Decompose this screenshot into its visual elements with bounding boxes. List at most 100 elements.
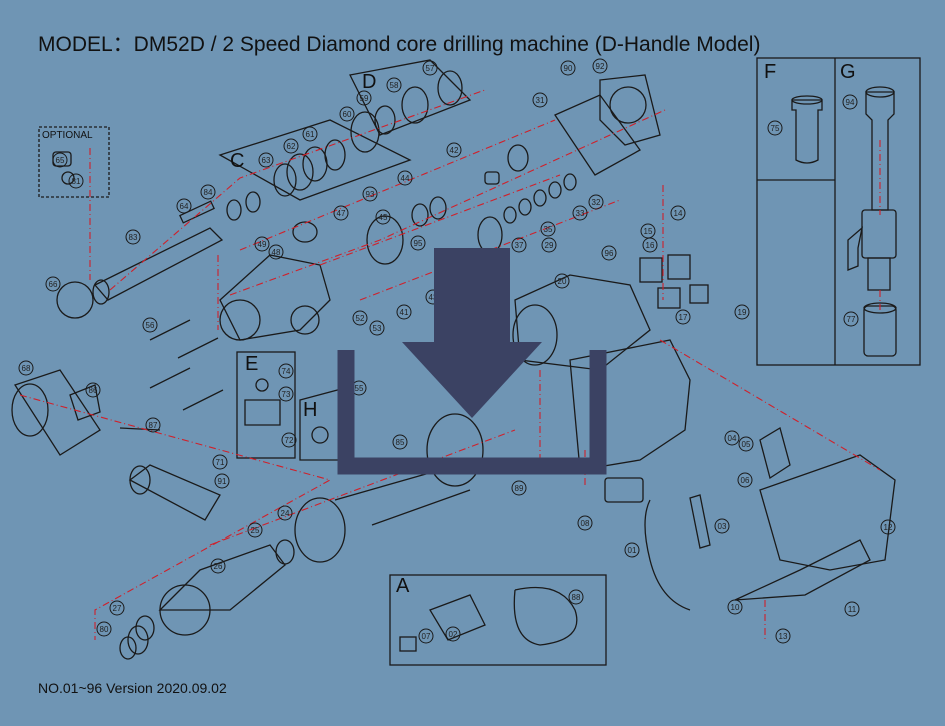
part-number: 06 [741,476,750,485]
part-number: 81 [72,177,81,186]
part-label-89: 89 [511,480,527,496]
part-label-66: 66 [45,276,61,292]
part-label-45: 45 [375,209,391,225]
part-number: 60 [343,110,352,119]
part-label-27: 27 [109,600,125,616]
part-number: 26 [214,562,223,571]
part-label-29: 29 [541,237,557,253]
part-label-68: 68 [18,360,34,376]
part-label-80: 80 [96,621,112,637]
part-number: 93 [366,190,375,199]
part-label-74: 74 [278,363,294,379]
part-label-33: 33 [572,205,588,221]
part-12-shape [759,454,896,571]
part-number: 49 [258,240,267,249]
part-label-15: 15 [640,223,656,239]
group-label-e: E [245,353,258,375]
part-label-63: 63 [258,152,274,168]
part-label-73: 73 [278,386,294,402]
part-number: 33 [576,209,585,218]
part-label-65: 65 [52,152,68,168]
group-label-d: D [362,71,376,93]
part-number: 41 [400,308,409,317]
part-number: 91 [218,477,227,486]
part-number: 48 [272,248,281,257]
group-label-c: C [230,150,244,172]
part-label-26: 26 [210,558,226,574]
part-number: 63 [262,156,271,165]
part-label-56: 56 [142,317,158,333]
part-label-16: 16 [642,237,658,253]
group-label-a: A [396,575,410,597]
part-label-48: 48 [268,244,284,260]
part-label-75: 75 [767,120,783,136]
part-label-49: 49 [254,236,270,252]
part-number: 02 [449,630,458,639]
part-number: 12 [884,523,893,532]
part-number: 53 [373,324,382,333]
part-label-95: 95 [410,235,426,251]
part-number: 66 [49,280,58,289]
part-number: 01 [628,546,637,555]
part-label-94: 94 [842,94,858,110]
part-31-shape [554,94,641,176]
part-label-91: 91 [214,473,230,489]
part-number: 08 [581,519,590,528]
download-icon[interactable] [337,248,607,475]
part-number: 43 [429,293,438,302]
part-number: 52 [356,314,365,323]
part-number: 90 [564,64,573,73]
part-label-03: 03 [714,518,730,534]
part-number: 71 [216,458,225,467]
part-label-83: 83 [125,229,141,245]
part-label-77: 77 [843,311,859,327]
part-label-08: 08 [577,515,593,531]
part-number: 62 [287,142,296,151]
part-number: 92 [596,62,605,71]
part-number: 96 [605,249,614,258]
part-label-37: 37 [511,237,527,253]
part-label-86: 86 [85,382,101,398]
handle-housing-shape [569,339,691,471]
part-66-shape [56,281,94,319]
part-label-72: 72 [281,432,297,448]
part-number: 58 [390,81,399,90]
part-number: 13 [779,632,788,641]
part-number: 73 [282,390,291,399]
part-number: 35 [544,225,553,234]
part-number: 15 [644,227,653,236]
part-label-81: 81 [68,173,84,189]
part-number: 84 [204,188,213,197]
optional-label: OPTIONAL [42,130,93,141]
part-number: 20 [558,277,567,286]
part-number: 10 [731,603,740,612]
part-number: 77 [847,315,856,324]
part-03-shape [689,494,711,549]
part-label-31: 31 [532,92,548,108]
part-number: 47 [337,209,346,218]
part-label-85: 85 [392,434,408,450]
part-label-35: 35 [540,221,556,237]
part-number: 05 [742,440,751,449]
part-label-24: 24 [277,505,293,521]
part-number: 44 [401,174,410,183]
part-label-88: 88 [568,589,584,605]
part-number: 16 [646,241,655,250]
part-number: 83 [129,233,138,242]
part-number: 03 [718,522,727,531]
part-label-44: 44 [397,170,413,186]
group-label-g: G [840,61,856,83]
part-number: 27 [113,604,122,613]
part-label-64: 64 [176,198,192,214]
part-number: 89 [515,484,524,493]
part-label-92: 92 [592,58,608,74]
part-label-62: 62 [283,138,299,154]
part-number: 42 [450,146,459,155]
part-label-20: 20 [554,273,570,289]
part-number: 17 [679,313,688,322]
part-number: 04 [728,434,737,443]
part-label-58: 58 [386,77,402,93]
part-71-shape [128,464,221,521]
